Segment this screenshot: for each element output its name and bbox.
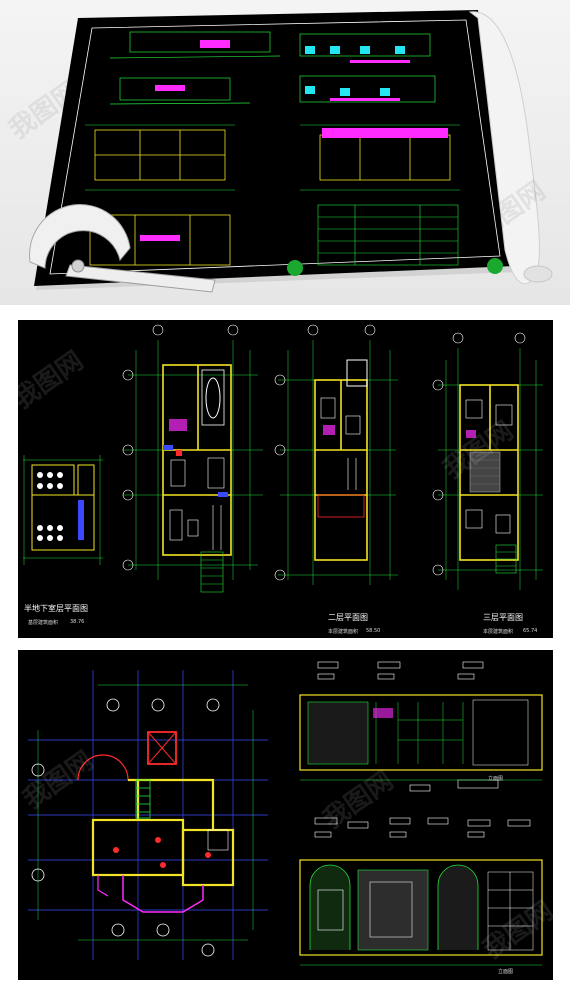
- third-plan-title: 三层平面图: [483, 613, 523, 622]
- protractor-tool: [29, 204, 216, 293]
- basement-area-value: 38.76: [70, 619, 85, 625]
- basement-plan-title: 半地下室层平面图: [24, 604, 88, 613]
- elevation-b-title: 立面图: [498, 969, 514, 975]
- elevation-b: [299, 817, 543, 966]
- blueprint-sheet-drawing: [29, 10, 553, 293]
- second-plan-title: 二层平面图: [328, 613, 368, 622]
- detail-plan-elevations-panel: 立面图 立面图 我图网 我图网 我图网: [18, 650, 553, 980]
- second-floor-plan: [274, 324, 398, 585]
- basement-plan: [23, 455, 103, 565]
- hatched-floor-area: [469, 451, 501, 493]
- floor-plans-drawing: [23, 324, 543, 593]
- third-area-label: 本层建筑面积: [483, 629, 514, 635]
- basement-area-label: 基层建筑面积: [28, 620, 59, 626]
- elevation-a-title: 立面图: [488, 776, 504, 782]
- floor-plans-panel: 半地下室层平面图 基层建筑面积 38.76 二层平面图 本层建筑面积 58.50…: [18, 320, 553, 638]
- elevation-a: [299, 661, 543, 792]
- rolled-blueprint-sheet-panel: 我图网 我图网: [0, 0, 570, 305]
- black-drawing-sheet: [34, 10, 516, 286]
- third-floor-plan: [432, 332, 543, 590]
- second-area-label: 本层建筑面积: [328, 629, 359, 635]
- ground-floor-plan: [122, 324, 263, 593]
- car-icon: [201, 369, 225, 426]
- second-area-value: 58.50: [366, 628, 381, 634]
- detail-drawing: [28, 661, 543, 966]
- third-area-value: 65.74: [523, 628, 538, 634]
